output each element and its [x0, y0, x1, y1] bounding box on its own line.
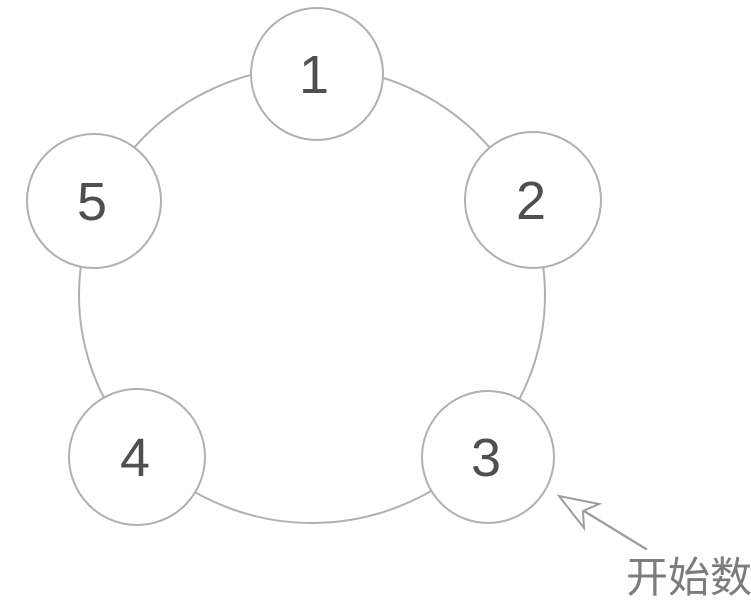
node-5: 5 [26, 133, 162, 269]
node-circle [26, 133, 162, 269]
node-2: 2 [464, 131, 602, 269]
start-label: 开始数 [626, 554, 751, 601]
node-circle [68, 388, 206, 526]
arrow-line [582, 509, 648, 551]
node-label: 2 [516, 171, 546, 231]
node-circle [464, 131, 602, 269]
node-1: 1 [250, 7, 384, 141]
arrow-head-icon [556, 494, 603, 532]
node-circle [421, 390, 555, 524]
start-arrow [556, 494, 648, 551]
node-4: 4 [68, 388, 206, 526]
node-label: 4 [120, 428, 150, 488]
node-circle [250, 7, 384, 141]
node-label: 3 [471, 428, 501, 488]
node-3: 3 [421, 390, 555, 524]
node-label: 1 [299, 45, 329, 105]
node-label: 5 [77, 172, 107, 232]
